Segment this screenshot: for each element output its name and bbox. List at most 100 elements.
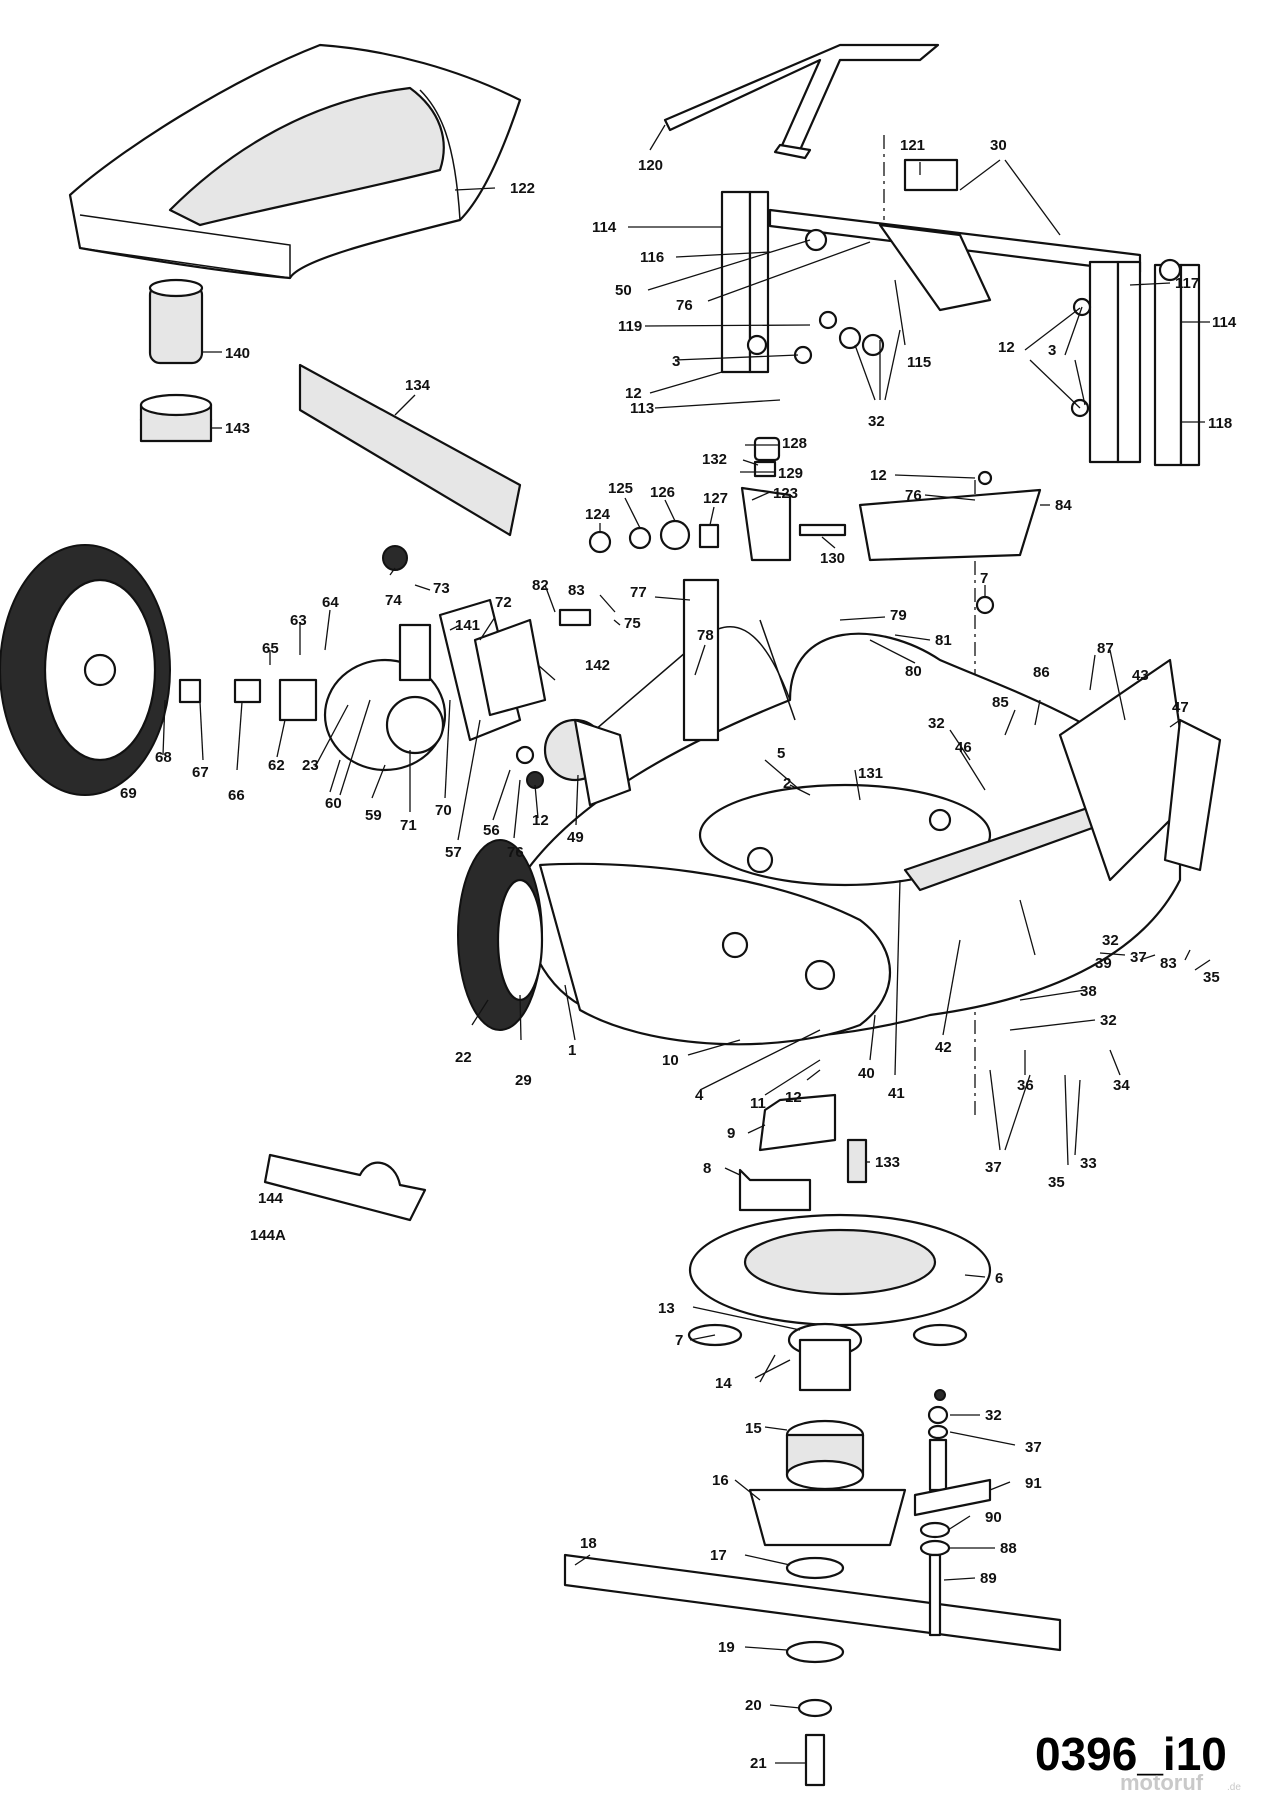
label-33: 33 [1080,1155,1097,1172]
label-140: 140 [225,345,250,362]
label-43: 43 [1132,667,1149,684]
label-9: 9 [727,1125,735,1142]
label-114-left: 114 [592,219,617,236]
filter-cartridges [139,278,213,443]
label-60: 60 [325,795,342,812]
label-84: 84 [1055,497,1072,514]
label-7-top: 7 [980,570,988,587]
label-32-lower: 32 [1100,1012,1117,1029]
motor-mount [563,1093,1062,1787]
label-47: 47 [1172,699,1189,716]
label-12-left: 12 [625,385,642,402]
label-37-bottom: 37 [1025,1439,1042,1456]
blade-insert [263,1153,427,1222]
label-37-lower: 37 [985,1159,1002,1176]
front-wheel [457,839,544,1031]
label-12-mid: 12 [870,467,887,484]
label-76-top: 76 [676,297,693,314]
leader-lines [162,124,1211,1764]
wheel-drive-gears [178,545,720,807]
label-56: 56 [483,822,500,839]
label-123: 123 [773,485,798,502]
label-90: 90 [985,1509,1002,1526]
label-49: 49 [567,829,584,846]
diagram-code: 0396_i10 [1035,1728,1227,1780]
label-121: 121 [900,137,925,154]
label-71: 71 [400,817,417,834]
label-46: 46 [955,739,972,756]
label-15: 15 [745,1420,762,1437]
label-29: 29 [515,1072,532,1089]
label-87: 87 [1097,640,1114,657]
label-37-right: 37 [1130,949,1147,966]
label-75: 75 [624,615,641,632]
label-83-top: 83 [568,582,585,599]
label-116: 116 [640,249,664,266]
label-7-lower: 7 [675,1332,683,1349]
label-69: 69 [120,785,137,802]
label-89: 89 [980,1570,997,1587]
label-35-lower: 35 [1048,1174,1065,1191]
label-64: 64 [322,594,339,611]
label-85: 85 [992,694,1009,711]
label-4: 4 [695,1087,704,1104]
label-12-right: 12 [998,339,1015,356]
label-77: 77 [630,584,647,601]
label-65: 65 [262,640,279,657]
rear-wheel [0,544,171,796]
label-40: 40 [858,1065,875,1082]
watermark-suffix: .de [1227,1782,1241,1793]
label-118: 118 [1208,415,1232,432]
label-120: 120 [638,157,663,174]
label-67: 67 [192,764,209,781]
label-16: 16 [712,1472,729,1489]
label-63: 63 [290,612,307,629]
part-labels: 122 120 121 30 114 116 50 76 119 3 12 11… [120,137,1237,1772]
label-141: 141 [455,617,480,634]
label-20: 20 [745,1697,762,1714]
label-86: 86 [1033,664,1050,681]
label-133: 133 [875,1154,900,1171]
label-134: 134 [405,377,431,394]
label-115: 115 [907,354,931,371]
label-35-right: 35 [1203,969,1220,986]
label-23: 23 [302,757,319,774]
side-bolt-stack [913,1389,992,1637]
label-41: 41 [888,1085,905,1102]
label-21: 21 [750,1755,767,1772]
label-32-mid: 32 [928,715,945,732]
label-32-right: 32 [1102,932,1119,949]
watermark-brand: motoruf [1120,1770,1204,1795]
label-82: 82 [532,577,549,594]
label-128: 128 [782,435,807,452]
label-38: 38 [1080,983,1097,1000]
label-125: 125 [608,480,633,497]
label-22: 22 [455,1049,472,1066]
label-83-right: 83 [1160,955,1177,972]
label-14: 14 [715,1375,732,1392]
label-3-left: 3 [672,353,680,370]
handle-frame [720,158,1201,467]
label-143: 143 [225,420,250,437]
label-113: 113 [630,400,654,417]
label-34: 34 [1113,1077,1130,1094]
label-129: 129 [778,465,803,482]
label-62: 62 [268,757,285,774]
label-8: 8 [703,1160,711,1177]
label-5: 5 [777,745,785,762]
label-11: 11 [750,1095,766,1112]
label-144: 144 [258,1190,284,1207]
label-39: 39 [1095,955,1112,972]
label-130: 130 [820,550,845,567]
label-12-center: 12 [785,1089,802,1106]
label-19: 19 [718,1639,735,1656]
label-124: 124 [585,506,611,523]
label-114-right: 114 [1212,314,1237,331]
label-122: 122 [510,180,535,197]
label-57: 57 [445,844,462,861]
label-76-left: 76 [507,844,524,861]
label-74: 74 [385,592,402,609]
label-76-mid: 76 [905,487,922,504]
label-70: 70 [435,802,452,819]
